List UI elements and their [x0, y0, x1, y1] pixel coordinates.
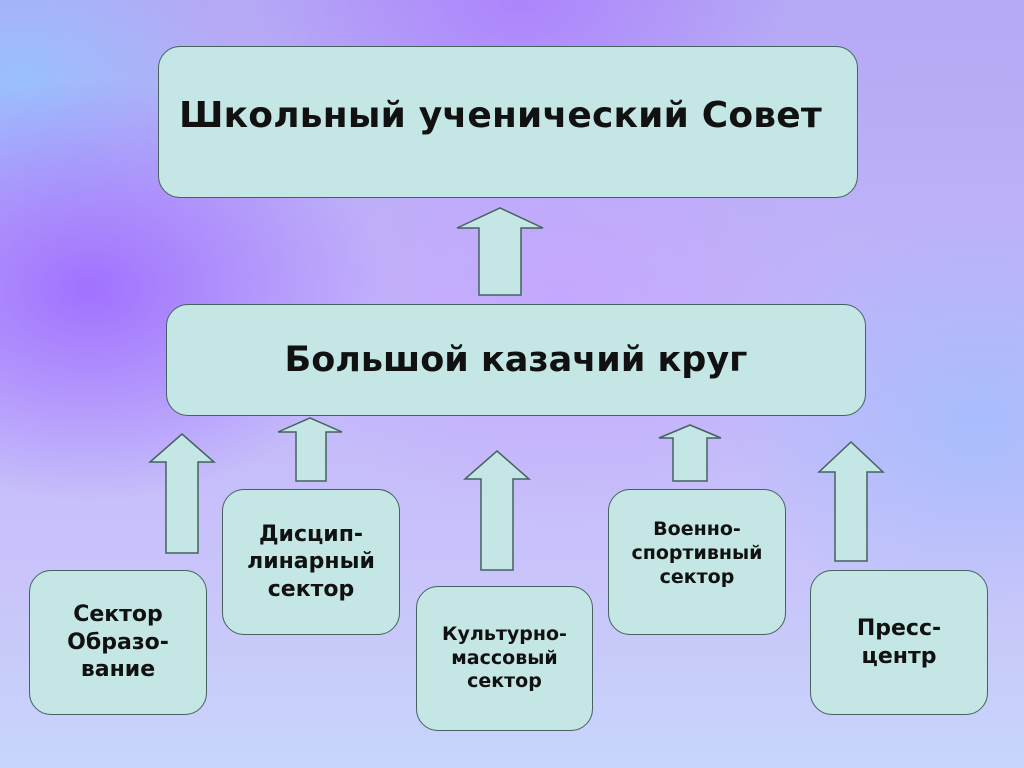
arrow-sector-discipline-to-middle	[277, 417, 343, 482]
arrow-sector-education-to-middle	[148, 433, 216, 554]
sector-press-center-label: Пресс- центр	[856, 616, 942, 669]
arrow-sector-culture-to-middle	[463, 450, 531, 571]
sector-education-label: Сектор Образо- вание	[67, 602, 169, 683]
arrow-sector-military-to-middle	[658, 424, 722, 482]
sector-education-box: Сектор Образо- вание	[29, 570, 207, 715]
cossack-circle-box: Большой казачий круг	[166, 304, 866, 416]
sector-press-center-box: Пресс- центр	[810, 570, 988, 715]
school-council-label: Школьный ученический Совет	[179, 94, 822, 136]
sector-discipline-label: Дисцип- линарный сектор	[247, 521, 375, 602]
sector-military-sport-label: Военно- спортивный сектор	[631, 518, 763, 588]
school-council-box: Школьный ученический Совет	[158, 46, 858, 198]
arrow-middle-to-top	[456, 207, 544, 296]
cossack-circle-label: Большой казачий круг	[284, 340, 748, 380]
arrow-sector-press-to-middle	[817, 440, 885, 562]
sector-discipline-box: Дисцип- линарный сектор	[222, 489, 400, 635]
sector-military-sport-box: Военно- спортивный сектор	[608, 489, 786, 635]
sector-culture-box: Культурно- массовый сектор	[416, 586, 593, 731]
sector-culture-label: Культурно- массовый сектор	[442, 622, 567, 693]
